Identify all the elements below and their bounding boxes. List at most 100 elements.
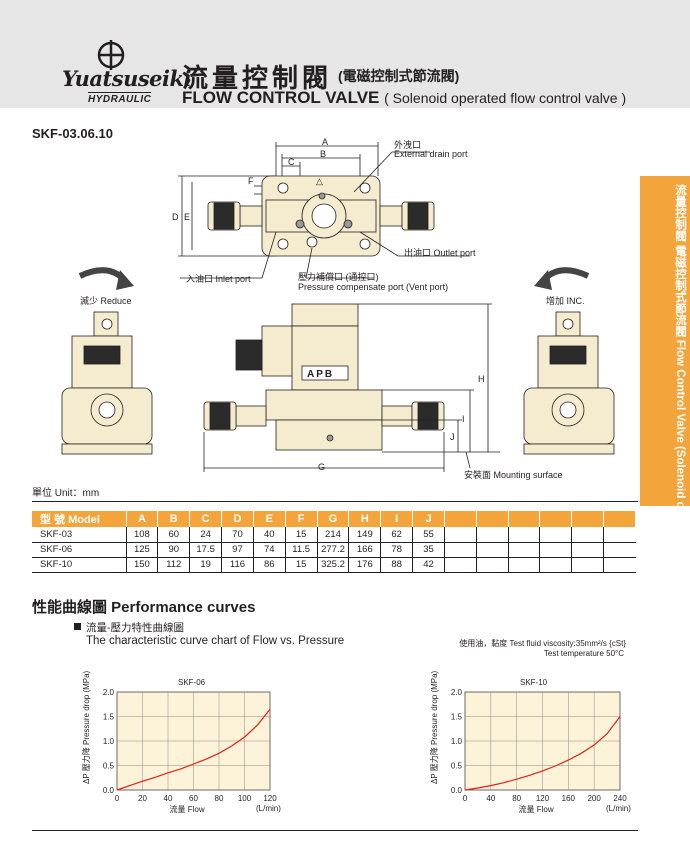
y-tick-label: 1.5 [103, 713, 115, 722]
table-cell: 74 [253, 542, 286, 558]
table-cell: 62 [380, 527, 414, 543]
x-tick-label: 0 [115, 794, 120, 803]
table-cell: 116 [221, 557, 254, 573]
brand-subtitle: HYDRAULIC [88, 92, 152, 105]
outlet-port-label: 出油口 Outlet port [404, 248, 476, 258]
performance-title: 性能曲線圖 Performance curves [32, 599, 256, 616]
bullet-square-icon [74, 623, 81, 630]
x-tick-label: 40 [164, 794, 173, 803]
y-tick-label: 1.0 [451, 737, 463, 746]
x-tick-label: 80 [512, 794, 521, 803]
top-view [178, 142, 470, 279]
table-header-cell [571, 511, 605, 527]
table-cell [476, 527, 509, 543]
table-cell [603, 527, 636, 543]
left-side-view [61, 267, 153, 455]
unit-label: 單位 Unit：mm [32, 488, 100, 499]
dim-d-label: D [172, 212, 179, 222]
table-cell: 15 [285, 557, 318, 573]
table-cell: 86 [253, 557, 286, 573]
increase-label: 增加 INC. [546, 296, 585, 306]
table-cell: 55 [412, 527, 445, 543]
front-view [203, 303, 500, 472]
y-axis-label: ΔP 壓力降 Pressure drop (MPa) [430, 670, 439, 784]
x-tick-label: 200 [587, 794, 601, 803]
table-header-cell: A [126, 511, 159, 527]
x-axis-label: 流量 Flow [169, 805, 205, 814]
table-header-cell [444, 511, 477, 527]
table-cell: 24 [189, 527, 223, 543]
x-tick-label: 60 [189, 794, 198, 803]
table-cell [571, 557, 605, 573]
chart-title: SKF-06 [178, 678, 206, 687]
table-header-model: 型 號 Model [32, 511, 127, 527]
right-side-view [523, 267, 615, 455]
external-drain-cn: 外洩口 [394, 140, 422, 150]
table-cell [539, 527, 573, 543]
table-cell [444, 557, 477, 573]
table-header-cell: G [317, 511, 350, 527]
y-tick-label: 1.5 [451, 713, 463, 722]
side-tab: 流量控制閥 電磁控制式節流閥 Flow Control Valve (Solen… [640, 176, 690, 654]
dim-g-label: G [318, 462, 326, 472]
apb-nameplate: APB [307, 369, 335, 380]
table-cell: 125 [126, 542, 159, 558]
table-cell [508, 557, 541, 573]
curve-caption-en: The characteristic curve chart of Flow v… [86, 635, 345, 647]
x-tick-label: 120 [536, 794, 550, 803]
dim-h-label: H [478, 374, 485, 384]
curve-caption-cn: 流量-壓力特性曲線圖 [86, 622, 184, 634]
table-cell [476, 542, 509, 558]
side-tab-text: 流量控制閥 電磁控制式節流閥 Flow Control Valve (Solen… [674, 184, 686, 655]
model-code: SKF-03.06.10 [32, 126, 113, 141]
table-header-cell: B [157, 511, 191, 527]
apb-front-plate: △ [316, 176, 323, 186]
x-axis-unit: (L/min) [256, 804, 281, 813]
table-cell: 40 [253, 527, 286, 543]
table-header-cell [539, 511, 573, 527]
table-cell: 108 [126, 527, 159, 543]
x-tick-label: 0 [463, 794, 468, 803]
table-header-cell: I [380, 511, 414, 527]
table-cell: 19 [189, 557, 223, 573]
y-axis-label: ΔP 壓力降 Pressure drop (MPa) [82, 670, 91, 784]
table-cell [571, 542, 605, 558]
footer-rule [32, 830, 638, 831]
dim-j-label: J [450, 432, 455, 442]
table-cell: 60 [157, 527, 191, 543]
y-tick-label: 0.0 [451, 786, 463, 795]
table-header-cell: H [348, 511, 382, 527]
table-cell [476, 557, 509, 573]
y-tick-label: 2.0 [451, 688, 463, 697]
table-cell-model: SKF-03 [32, 527, 127, 543]
brand-symbol-icon [97, 40, 125, 70]
pressure-port-en: Pressure compensate port (Vent port) [298, 282, 449, 292]
mounting-surface-label: 安裝面 Mounting surface [464, 470, 563, 480]
table-cell [508, 527, 541, 543]
table-cell: 70 [221, 527, 254, 543]
dim-b-label: B [320, 149, 327, 159]
table-cell-model: SKF-10 [32, 557, 127, 573]
table-header-cell: D [221, 511, 254, 527]
dim-i-label: I [462, 414, 465, 424]
technical-drawing: △ [61, 142, 615, 472]
table-cell: 90 [157, 542, 191, 558]
reduce-label: 滅少 Reduce [80, 296, 132, 306]
table-cell: 15 [285, 527, 318, 543]
table-header-cell: J [412, 511, 445, 527]
y-tick-label: 1.0 [103, 737, 115, 746]
x-axis-unit: (L/min) [606, 804, 631, 813]
dim-c-label: C [288, 157, 295, 167]
inlet-port-label: 入油口 Inlet port [186, 274, 251, 284]
dim-f-label: F [248, 176, 254, 186]
x-tick-label: 160 [562, 794, 576, 803]
table-cell: 97 [221, 542, 254, 558]
table-cell: 35 [412, 542, 445, 558]
x-tick-label: 40 [486, 794, 495, 803]
